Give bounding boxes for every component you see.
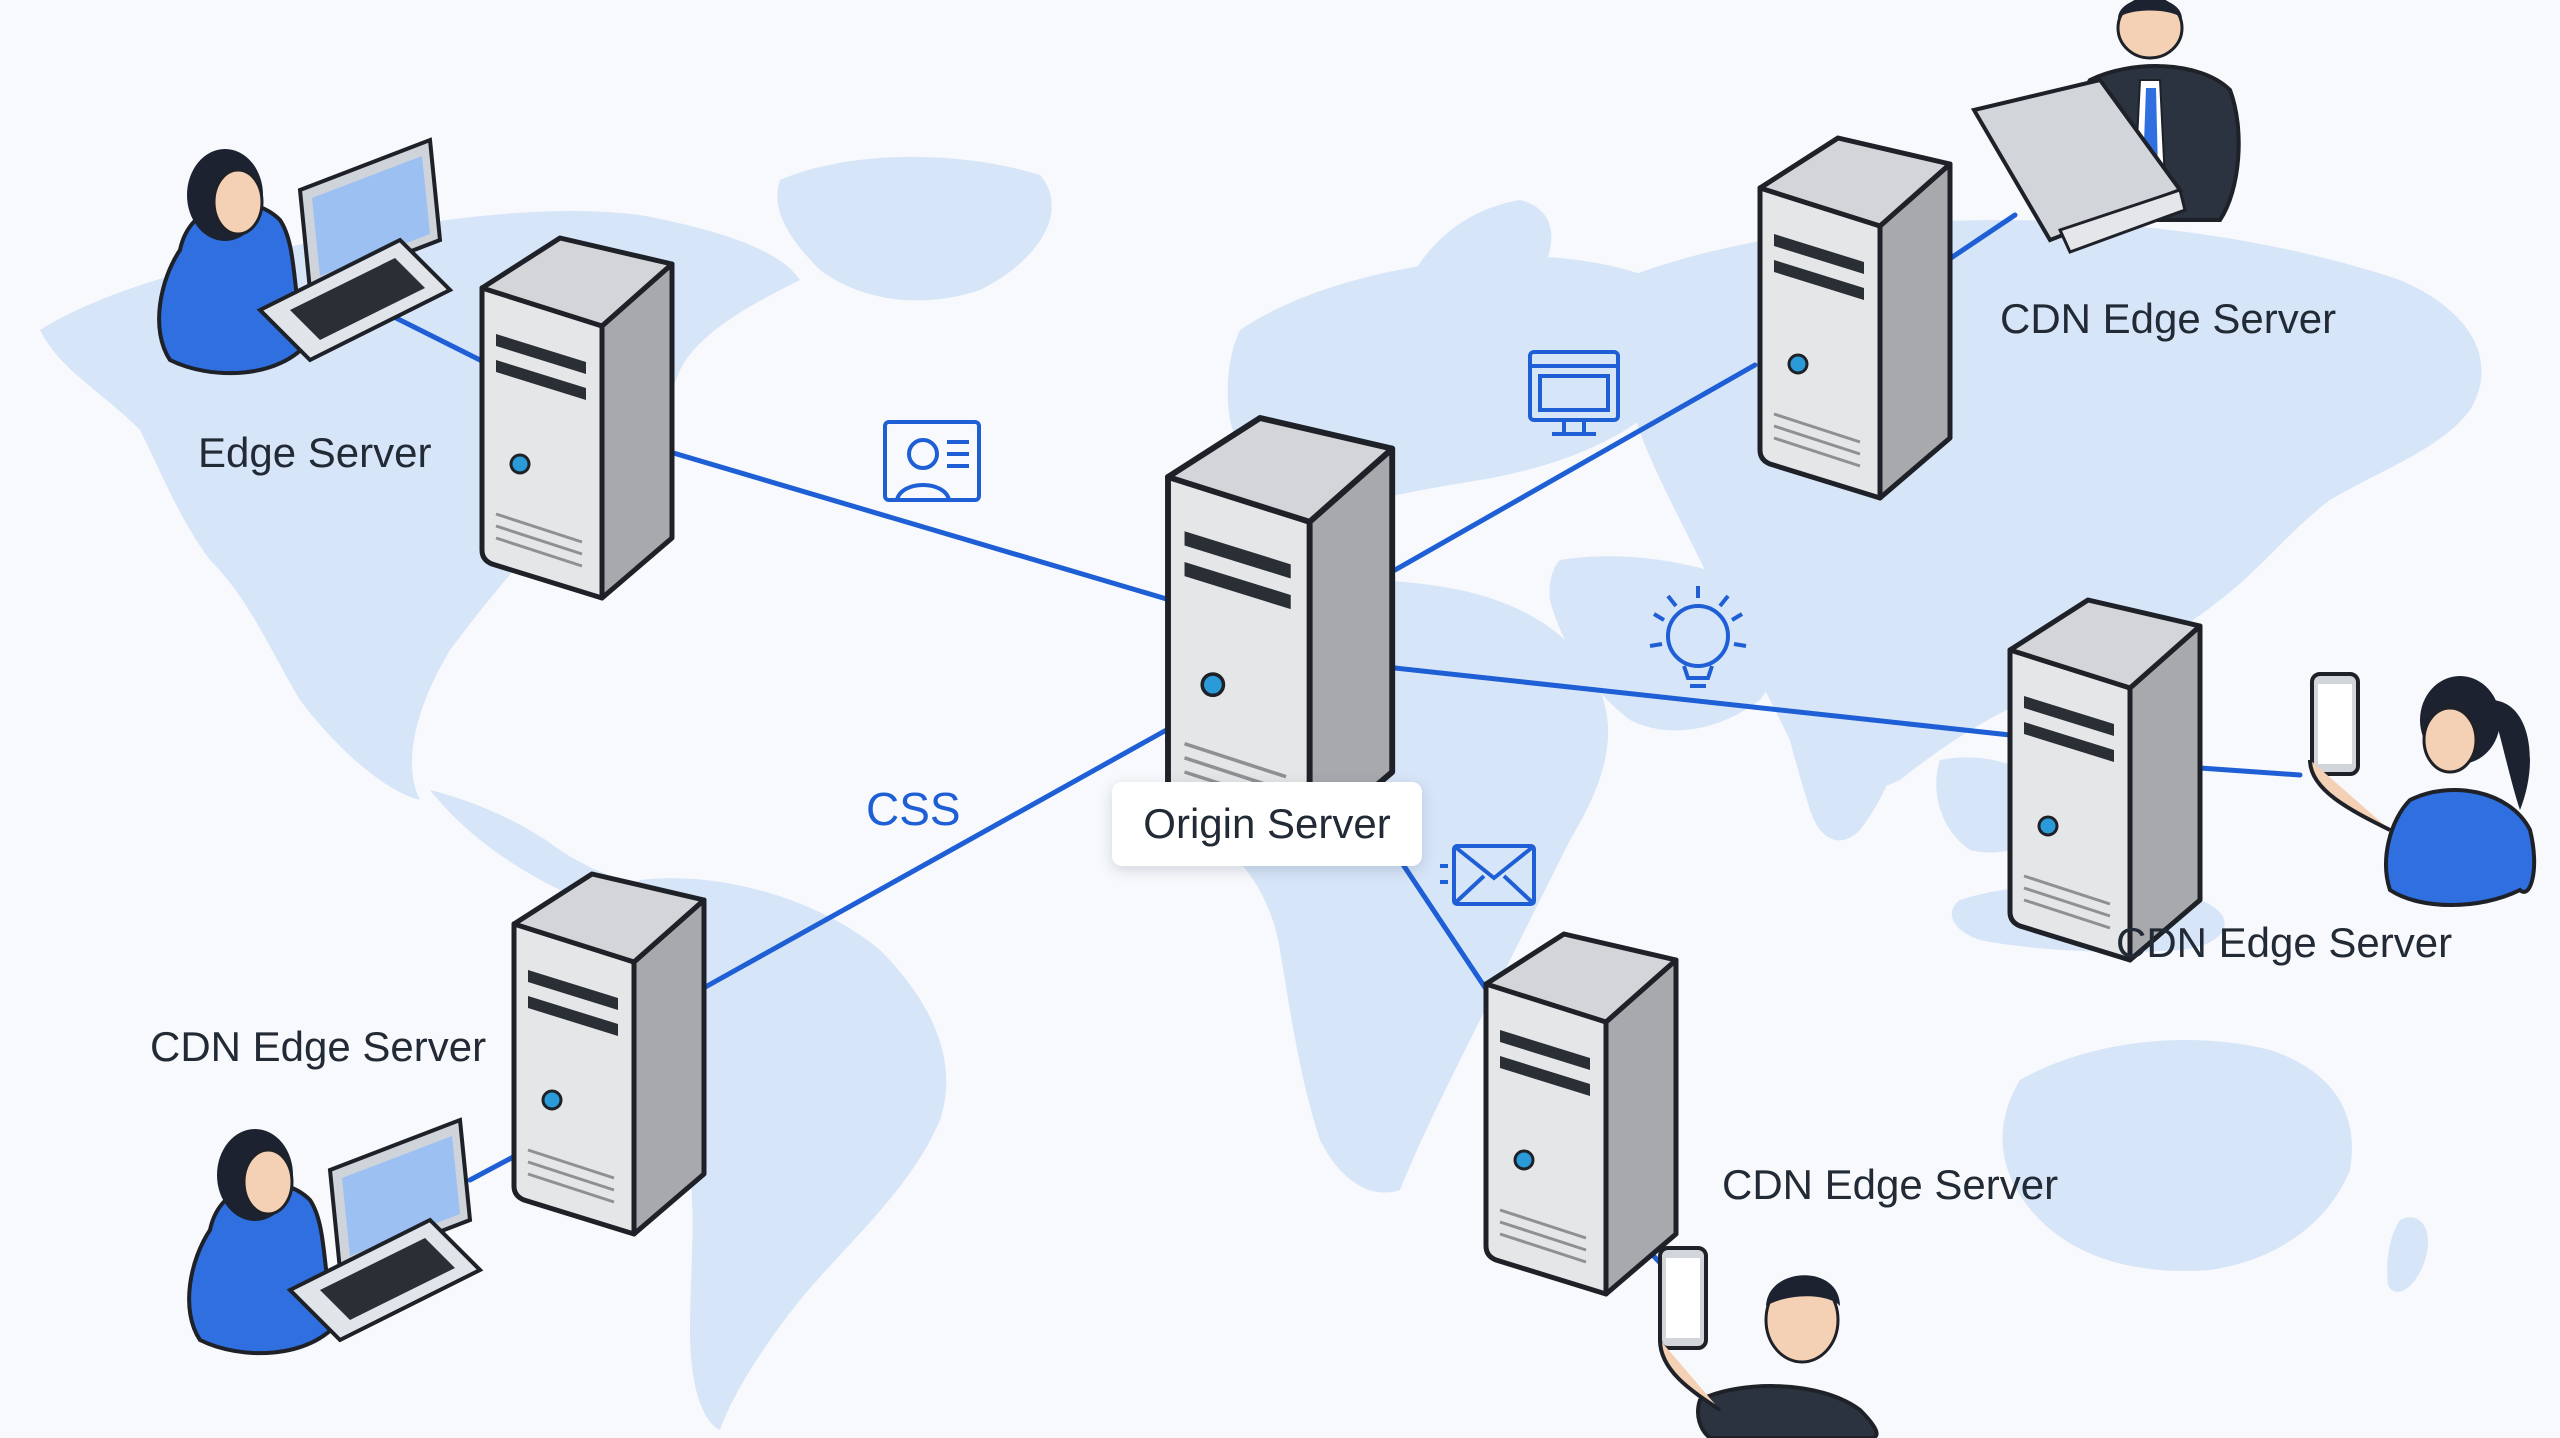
edge-server-sw-icon (514, 874, 704, 1234)
laptop-user-icon (157, 137, 454, 376)
link-edge-ne-user (1942, 212, 2018, 265)
link-edge-e-user (2197, 765, 2303, 778)
edge-server-sw-label: CDN Edge Server (150, 1023, 487, 1070)
envelope-icon (1440, 844, 1536, 906)
map-india (1779, 637, 1903, 841)
edge-server-se-label: CDN Edge Server (1722, 1161, 2059, 1208)
profile-card-icon (883, 420, 981, 502)
origin-server-icon (1168, 418, 1392, 843)
css-asset-label: CSS (866, 783, 961, 835)
link-origin-edge-e (1392, 665, 2013, 738)
map-central-america (430, 790, 650, 900)
edge-server-e-label: CDN Edge Server (2116, 919, 2453, 966)
edge-server-nw-label: Edge Server (198, 429, 432, 476)
map-greenland (777, 156, 1052, 301)
link-origin-edge-sw (697, 725, 1173, 993)
gear-bulb-icon (1649, 586, 1747, 688)
map-scandinavia (1400, 200, 1552, 319)
phone-user-icon (1658, 1246, 1879, 1438)
connection-links (377, 212, 2303, 1271)
phone-user-icon (2308, 672, 2537, 907)
monitor-icon (1528, 350, 1620, 436)
link-origin-edge-nw (667, 449, 1173, 603)
map-australia (2002, 1040, 2352, 1271)
map-new-zealand (2387, 1217, 2429, 1292)
edge-server-ne-label: CDN Edge Server (2000, 295, 2337, 342)
edge-server-nw-icon (482, 238, 672, 598)
edge-server-e-icon (2010, 600, 2200, 960)
origin-server-label: Origin Server (1112, 782, 1422, 866)
business-laptop-user-icon (1970, 0, 2241, 254)
edge-server-ne-icon (1760, 138, 1950, 498)
laptop-user-icon (187, 1117, 484, 1356)
edge-server-se-icon (1486, 934, 1676, 1294)
link-origin-edge-ne (1392, 362, 1758, 573)
map-japan (2225, 457, 2276, 562)
